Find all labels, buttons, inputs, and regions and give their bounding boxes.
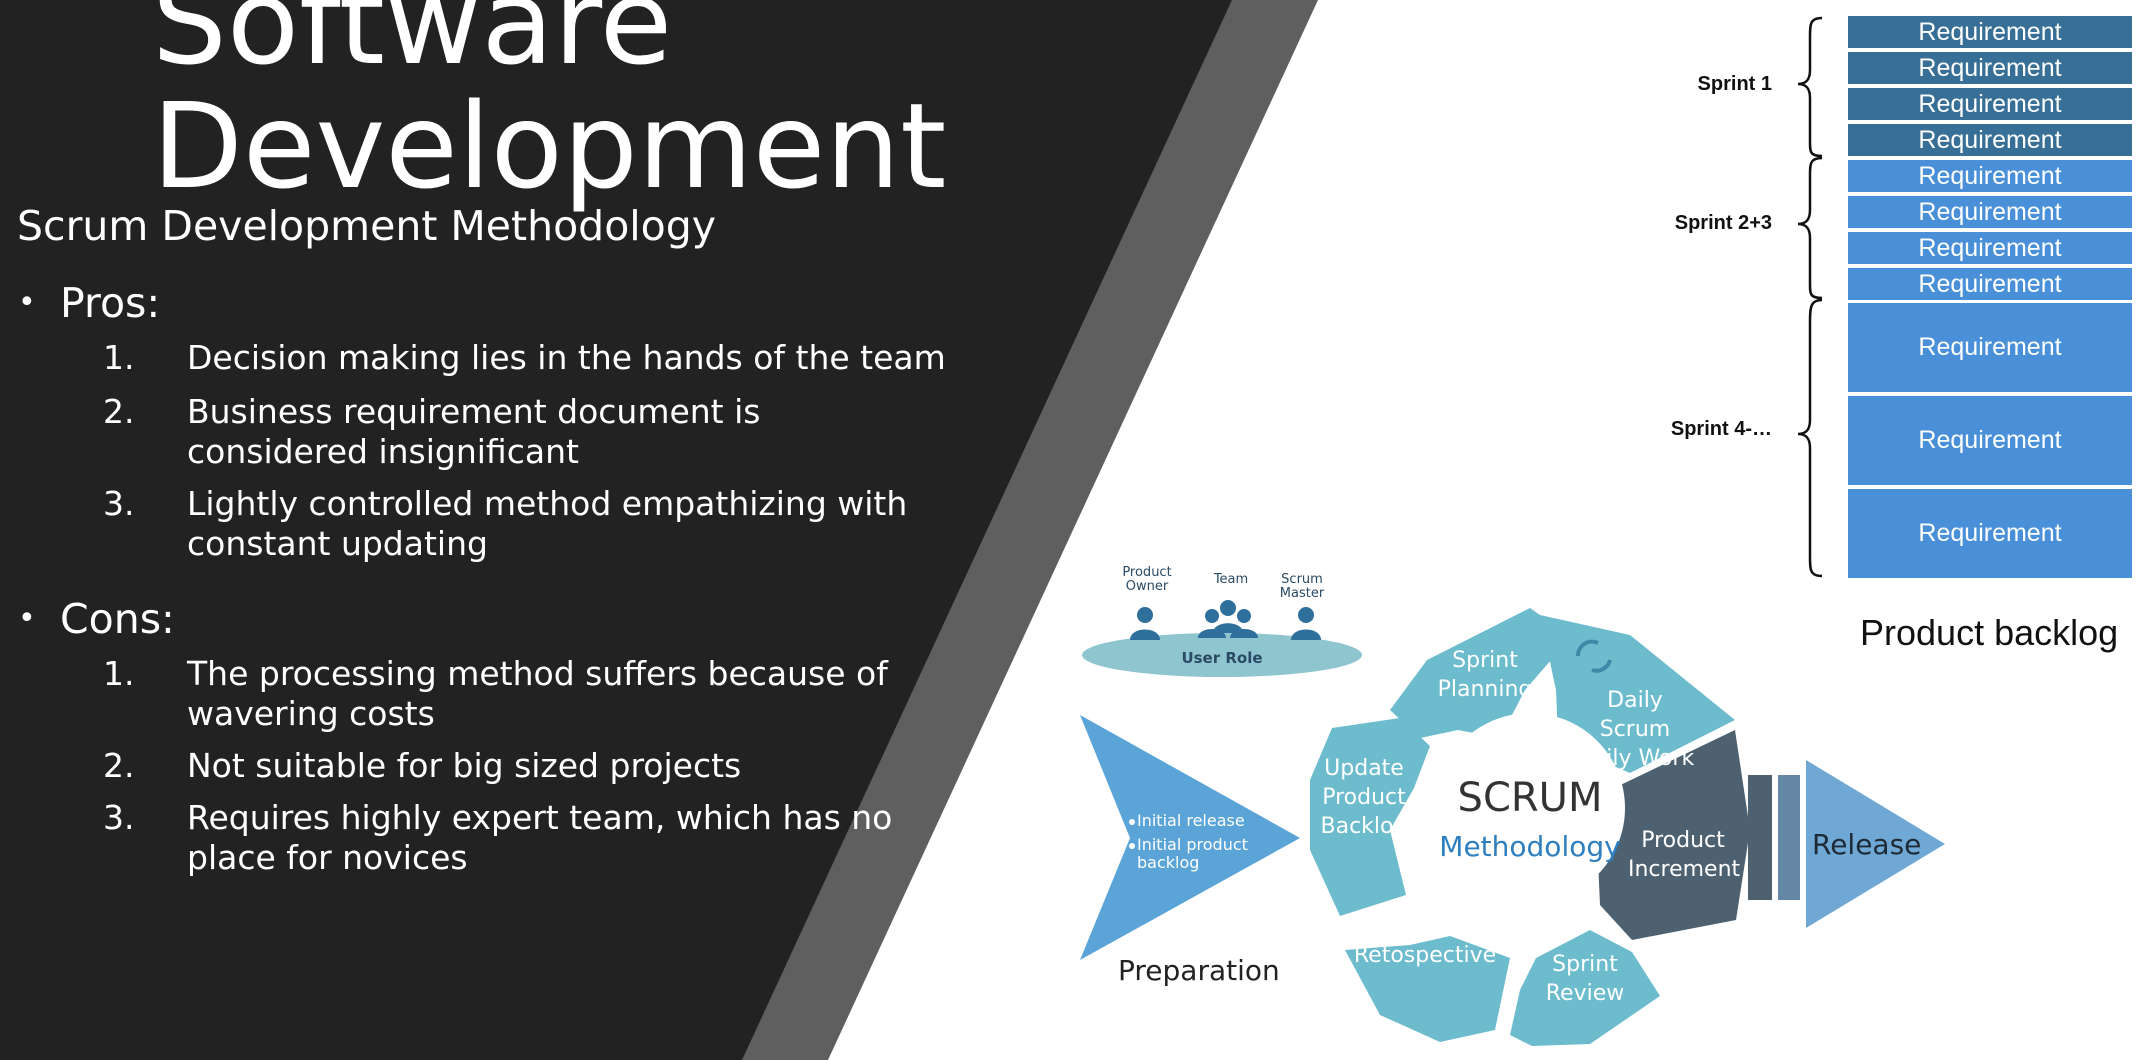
product-increment-label: Product Increment: [1628, 828, 1741, 882]
segment-update-backlog: [1310, 718, 1430, 916]
segment-sprint-retrospective: [1345, 936, 1510, 1042]
title-line-1: Software: [152, 0, 673, 91]
user-role-label: User Role: [1181, 649, 1263, 667]
dark-panel: [0, 0, 1232, 1060]
requirement-block: Requirement: [1848, 160, 2132, 192]
pros-heading: Pros:: [60, 279, 161, 327]
release-bar-dark: [1748, 775, 1772, 900]
sprint-review-label: Sprint Review: [1545, 952, 1625, 1006]
bullet-icon: [1129, 819, 1135, 825]
item-text: considered insignificant: [187, 432, 579, 471]
item-number: 2.: [103, 746, 135, 785]
requirement-block: Requirement: [1848, 303, 2132, 392]
requirement-block: Requirement: [1848, 16, 2132, 48]
sync-icon: [1575, 639, 1612, 673]
bullet-icon: [1129, 843, 1135, 849]
sprint-braces: [1797, 16, 1823, 578]
item-text: Business requirement document is: [187, 392, 761, 431]
requirement-block: Requirement: [1848, 489, 2132, 578]
team-icon: [1198, 600, 1258, 638]
user-role-ellipse: [1082, 633, 1362, 677]
scrum-title: SCRUM: [1457, 775, 1603, 821]
page-title: Software Development: [152, 0, 946, 208]
sprint-2-3-label: Sprint 2+3: [1674, 212, 1772, 234]
segment-sprint-review: [1510, 930, 1660, 1046]
sprint-1-label: Sprint 1: [1697, 73, 1772, 95]
requirement-block: Requirement: [1848, 196, 2132, 228]
item-number: 1.: [103, 654, 135, 693]
requirement-block: Requirement: [1848, 396, 2132, 485]
title-line-2: Development: [152, 77, 947, 215]
requirement-block: Requirement: [1848, 124, 2132, 156]
item-text: constant updating: [187, 524, 488, 563]
item-text: place for novices: [187, 838, 468, 877]
cons-heading: Cons:: [60, 595, 175, 643]
item-text: Requires highly expert team, which has n…: [187, 798, 893, 837]
scrum-center-circle: [1435, 713, 1625, 903]
product-owner-label: Product Owner: [1122, 565, 1172, 594]
preparation-label: Preparation: [1118, 954, 1280, 987]
requirement-block: Requirement: [1848, 232, 2132, 264]
requirement-block: Requirement: [1848, 268, 2132, 300]
item-number: 2.: [103, 392, 135, 431]
sprint-planning-label: Sprint Planning: [1437, 648, 1533, 702]
product-backlog-caption: Product backlog: [1860, 612, 2119, 653]
scrum-master-icon: [1291, 607, 1321, 640]
release-label: Release: [1812, 828, 1922, 861]
item-text: The processing method suffers because of: [187, 654, 888, 693]
preparation-item: Initial release: [1137, 811, 1245, 830]
item-number: 1.: [103, 338, 135, 377]
requirement-block: Requirement: [1848, 88, 2132, 120]
item-number: 3.: [103, 798, 135, 837]
bullet-icon: •: [18, 601, 36, 636]
item-text: wavering costs: [187, 694, 435, 733]
preparation-arrow: [1080, 715, 1300, 960]
item-text: Not suitable for big sized projects: [187, 746, 742, 785]
segment-sprint-planning: [1390, 608, 1558, 738]
scrum-methodology: Methodology: [1439, 830, 1621, 863]
preparation-items: Initial release Initial product backlog: [1137, 812, 1267, 872]
segment-product-increment: [1598, 730, 1750, 940]
bullet-icon: •: [18, 285, 36, 320]
brace-sprint-4: [1797, 298, 1823, 578]
preparation-item: Initial product backlog: [1137, 835, 1248, 872]
subtitle: Scrum Development Methodology: [17, 202, 717, 250]
brace-sprint-1: [1797, 16, 1823, 158]
item-text: Decision making lies in the hands of the…: [187, 338, 946, 377]
product-owner-icon: [1130, 607, 1160, 640]
daily-scrum-label: Daily Scrum Daily Work: [1575, 688, 1695, 771]
item-number: 3.: [103, 484, 135, 523]
brace-sprint-2-3: [1797, 156, 1823, 300]
release-bar-mid: [1778, 775, 1800, 900]
release-arrow: [1806, 760, 1945, 928]
scrum-master-label: Scrum Master: [1279, 572, 1325, 601]
team-label: Team: [1213, 572, 1249, 587]
sprint-4-label: Sprint 4-…: [1670, 418, 1772, 440]
scrum-diagram: [1080, 600, 1945, 1046]
item-text: Lightly controlled method empathizing wi…: [187, 484, 908, 523]
sprint-retrospective-label: Sprint Retospective: [1353, 914, 1497, 968]
update-product-backlog-label: Update Product Backlog: [1320, 756, 1408, 839]
requirement-block: Requirement: [1848, 52, 2132, 84]
